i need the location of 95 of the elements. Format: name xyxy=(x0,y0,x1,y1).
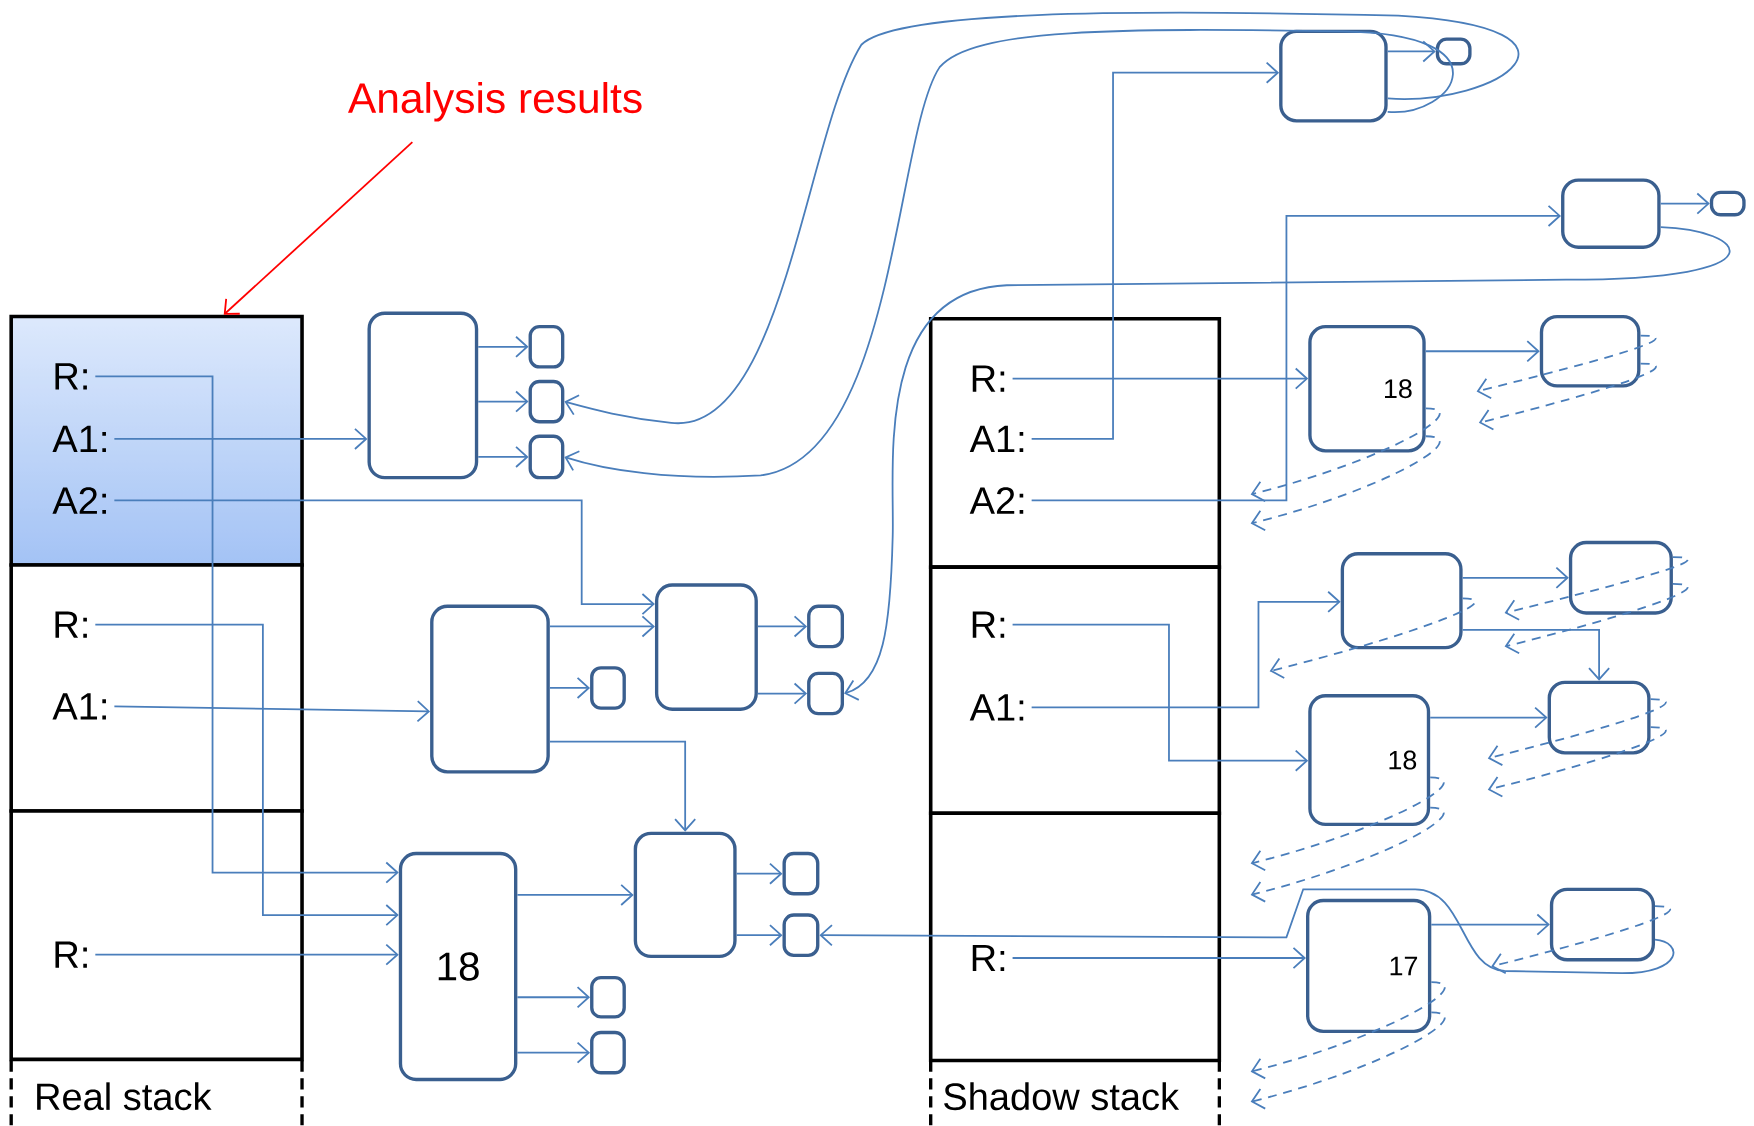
arrow xyxy=(1429,706,1548,729)
arrow xyxy=(477,390,529,413)
object-box: 17 xyxy=(1306,898,1432,1033)
arrow xyxy=(1430,913,1550,936)
dashed-arrow xyxy=(1250,407,1441,502)
object-box xyxy=(782,913,820,957)
object-box xyxy=(654,583,758,711)
dashed-arrow xyxy=(1250,776,1445,871)
stack-label: Shadow stack xyxy=(944,1082,1180,1111)
dashed-arrow xyxy=(1478,362,1657,431)
arrow xyxy=(1011,367,1309,390)
object-box xyxy=(1539,314,1641,388)
arrow xyxy=(757,615,808,638)
dashed-arrow xyxy=(1504,582,1689,654)
object-box xyxy=(528,434,565,480)
slot-label: R: xyxy=(55,363,87,390)
stack-frame xyxy=(9,809,304,1061)
arrow xyxy=(564,11,1520,424)
arrow xyxy=(735,862,783,885)
annotation-label: Analysis results xyxy=(348,81,642,122)
slot-label: A2: xyxy=(969,487,1024,514)
arrow xyxy=(516,883,634,906)
arrow xyxy=(844,225,1730,701)
arrow xyxy=(516,986,591,1008)
leader-line xyxy=(223,141,414,315)
slot-label: R: xyxy=(972,944,1005,971)
arrow xyxy=(564,28,1454,478)
object-box xyxy=(1547,680,1651,755)
arrow xyxy=(757,682,808,705)
arrow xyxy=(113,499,655,615)
slot-label: A1: xyxy=(52,693,106,720)
slot-label: A1: xyxy=(969,425,1024,452)
slot-label: R: xyxy=(55,611,87,638)
object-box xyxy=(1279,29,1388,123)
dashed-arrow xyxy=(1491,905,1671,974)
dashed-arrow xyxy=(1476,334,1657,399)
arrow xyxy=(1011,946,1306,969)
slot-label: R: xyxy=(972,365,1005,392)
arrow xyxy=(94,375,399,884)
object-box xyxy=(1709,190,1746,217)
arrow xyxy=(1424,340,1540,362)
object-box xyxy=(1549,887,1656,962)
object-box xyxy=(633,831,737,958)
object-box xyxy=(1435,37,1472,66)
dashed-arrow xyxy=(1250,981,1446,1080)
arrow xyxy=(477,335,529,358)
object-box xyxy=(1340,551,1463,650)
arrow xyxy=(1030,61,1280,440)
arrow xyxy=(1461,566,1569,589)
object-box xyxy=(528,379,565,424)
object-box xyxy=(1561,178,1661,249)
arrow xyxy=(548,740,697,832)
arrow xyxy=(94,943,399,966)
arrow xyxy=(516,1041,591,1064)
object-box xyxy=(430,604,550,774)
arrow xyxy=(477,445,529,468)
slot-label: A1: xyxy=(969,694,1024,721)
arrow xyxy=(1030,204,1562,502)
arrow xyxy=(1386,40,1436,63)
arrow xyxy=(1011,623,1309,772)
dashed-arrow xyxy=(1487,698,1667,766)
arrow xyxy=(1659,192,1710,215)
stack-label: Real stack xyxy=(37,1082,212,1111)
object-box: 18 xyxy=(1308,324,1426,453)
object-box xyxy=(590,665,626,710)
arrow xyxy=(113,427,368,450)
arrow xyxy=(548,615,655,638)
dashed-arrow xyxy=(1269,597,1477,679)
stack-frame xyxy=(928,811,1222,1063)
object-box xyxy=(782,851,820,896)
arrow xyxy=(113,700,431,722)
slot-label: A2: xyxy=(52,487,106,514)
slot-label: A1: xyxy=(52,425,106,452)
slot-label: R: xyxy=(972,611,1005,638)
dashed-arrow xyxy=(1250,806,1445,903)
object-box xyxy=(590,975,626,1019)
arrow xyxy=(94,623,399,926)
dashed-arrow xyxy=(1487,726,1667,798)
arrow xyxy=(548,676,591,699)
object-box xyxy=(807,671,844,716)
object-box: 18 xyxy=(398,851,518,1081)
dashed-arrow xyxy=(1250,435,1441,531)
arrow xyxy=(1030,590,1341,709)
arrow xyxy=(1461,628,1611,681)
slot-label: R: xyxy=(55,941,87,968)
object-box: 18 xyxy=(1308,693,1431,826)
object-box xyxy=(528,324,565,369)
object-box xyxy=(1568,540,1673,615)
object-box xyxy=(367,311,479,480)
arrow xyxy=(735,924,783,946)
object-box xyxy=(807,604,844,649)
object-box xyxy=(590,1030,626,1075)
dashed-arrow xyxy=(1250,1011,1446,1110)
dashed-arrow xyxy=(1504,555,1689,621)
arrow xyxy=(819,888,1675,974)
